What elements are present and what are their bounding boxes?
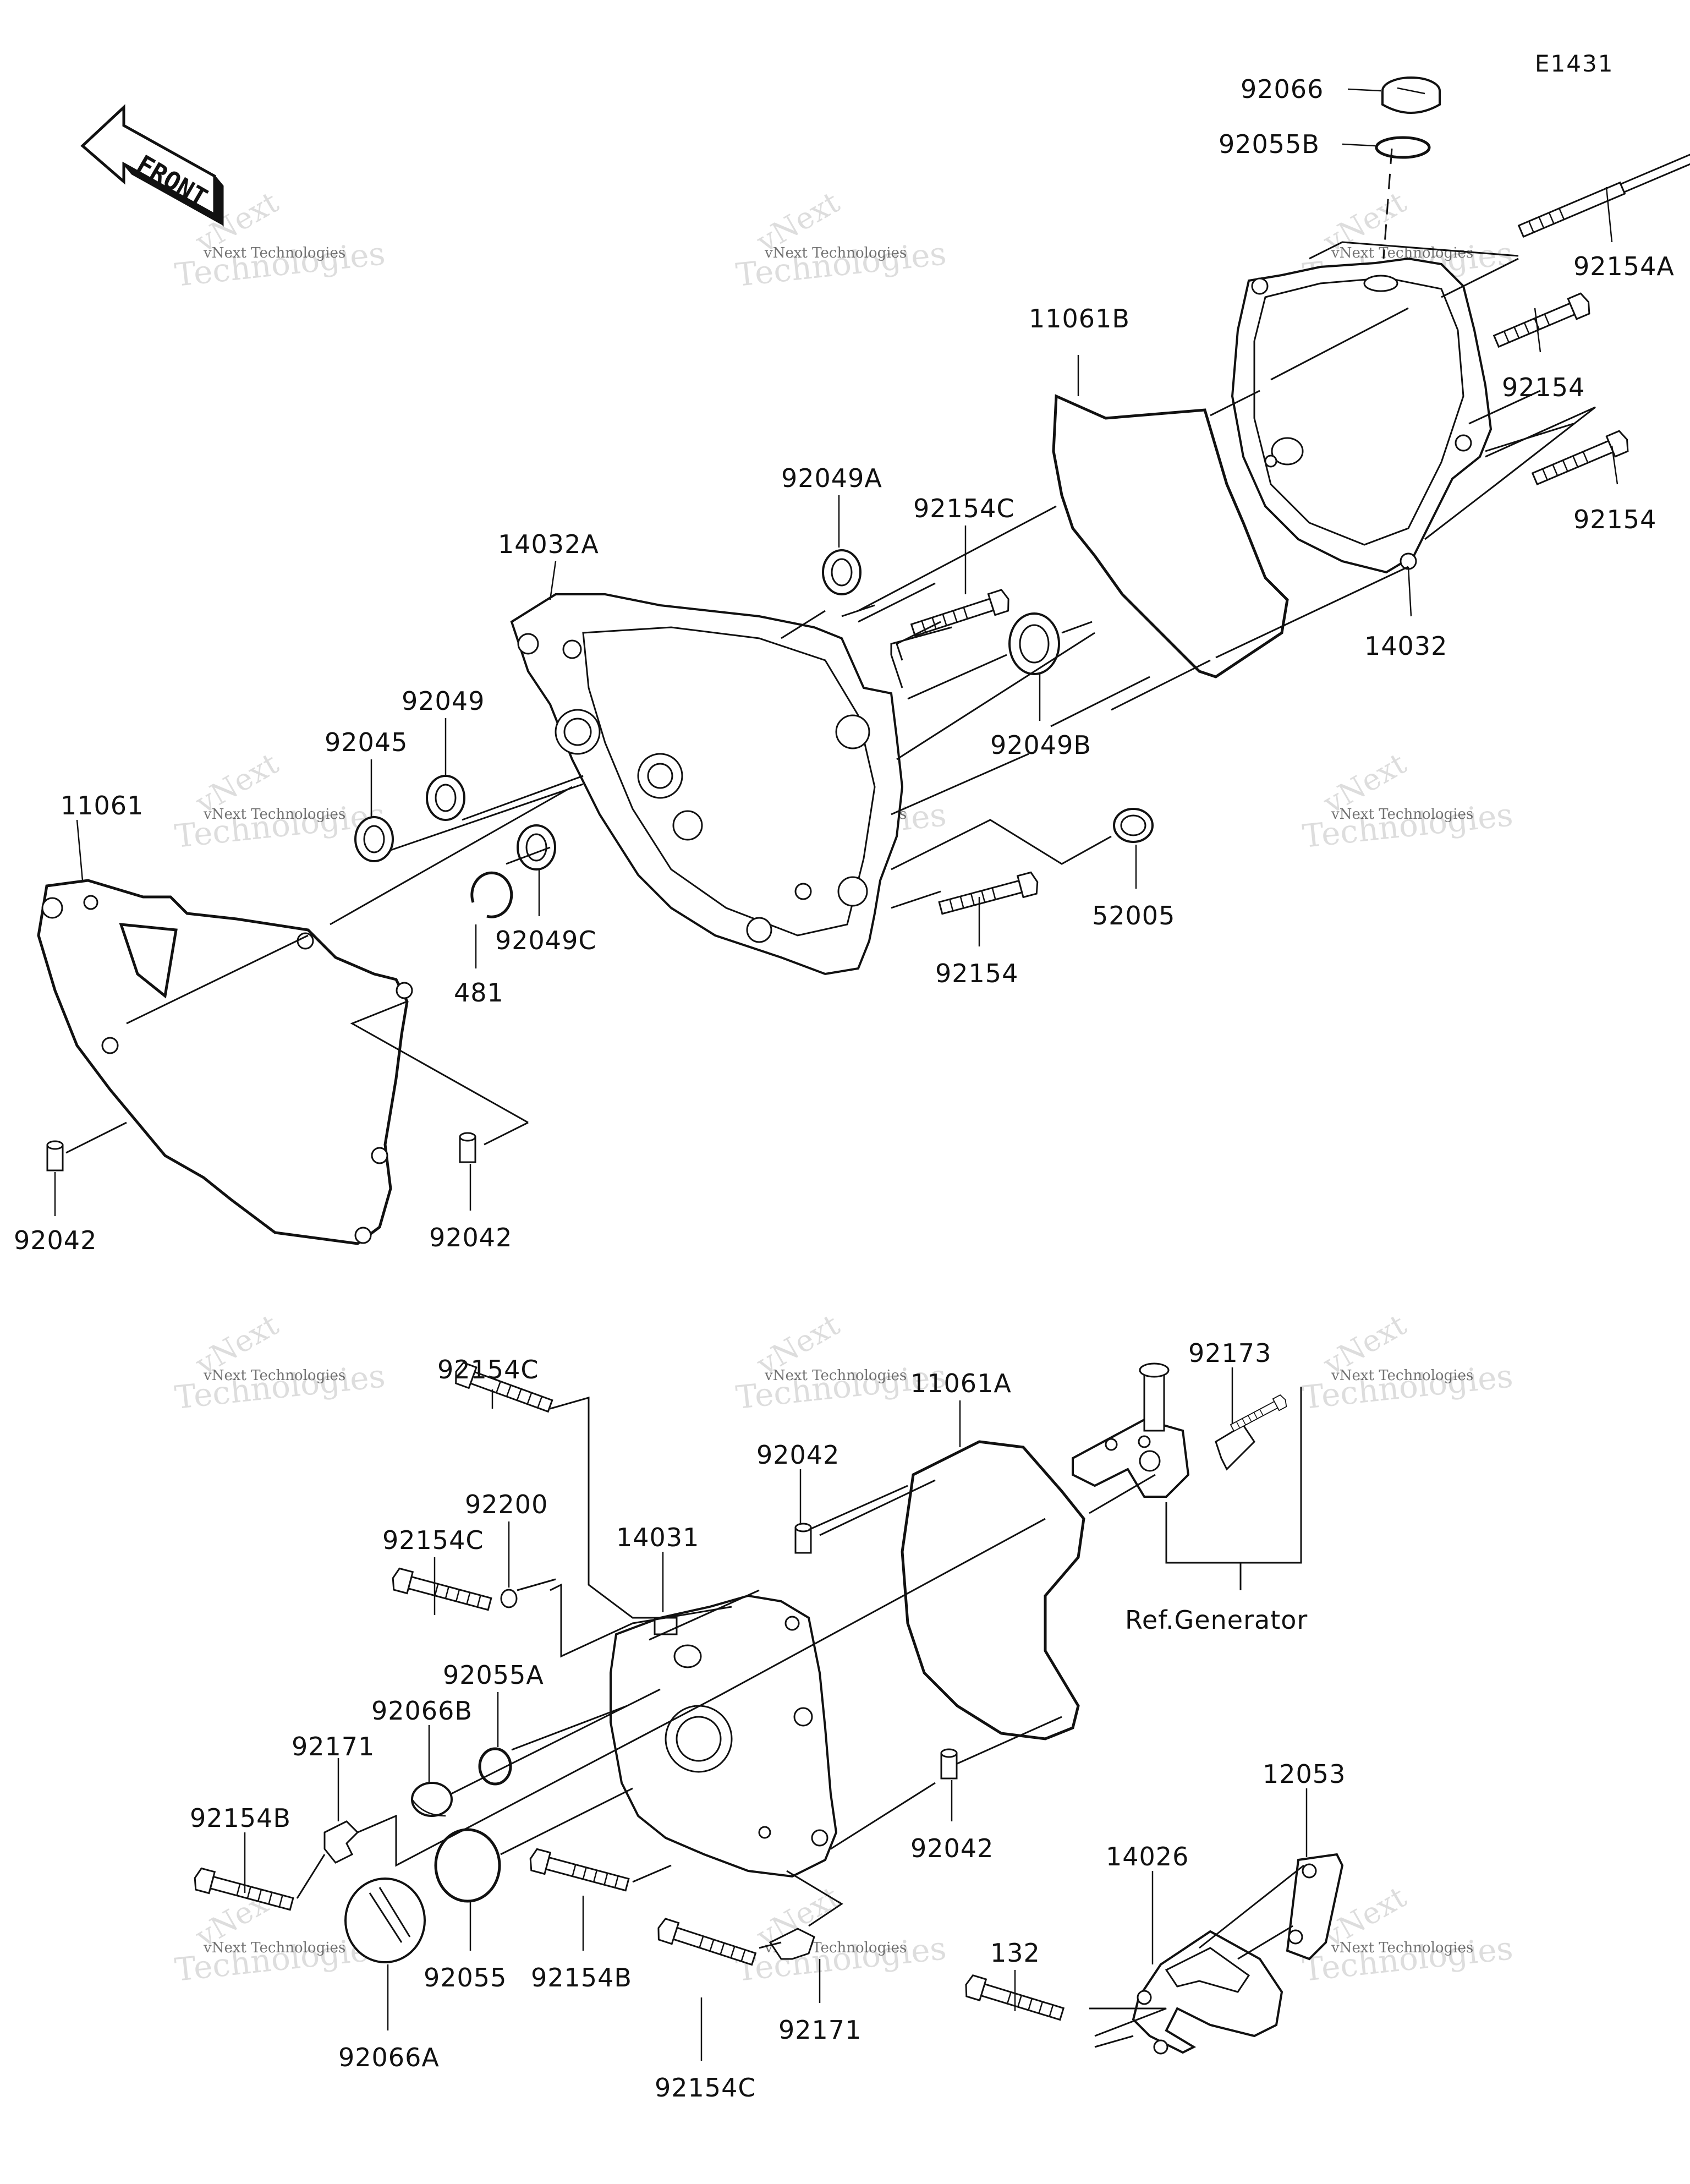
label-92045: 92045: [325, 727, 408, 757]
label-92049C: 92049C: [495, 926, 596, 955]
part-92200-washer: [500, 1589, 518, 1608]
part-92042-dowel-mid: [459, 1132, 476, 1163]
part-11061B-gasket: [1052, 394, 1289, 678]
watermark-6: Technologies vNext vNext Technologies: [1301, 746, 1515, 855]
label-92066A: 92066A: [338, 2043, 440, 2072]
label-92066B: 92066B: [371, 1696, 473, 1726]
label-92173: 92173: [1188, 1338, 1271, 1368]
svg-text:vNext Technologies: vNext Technologies: [203, 806, 345, 823]
part-92154C-bolt-top: [909, 588, 1013, 642]
svg-text:vNext Technologies: vNext Technologies: [1331, 1940, 1473, 1956]
part-92154B-bolt-bottom: [526, 1847, 631, 1896]
part-92055A-oring: [478, 1747, 512, 1786]
watermark-2: Technologies vNext vNext Technologies: [734, 185, 948, 294]
label-11061: 11061: [61, 791, 144, 820]
label-11061B: 11061B: [1029, 304, 1130, 333]
part-92154A-bolt: [1517, 146, 1690, 238]
svg-text:vNext Technologies: vNext Technologies: [203, 1367, 345, 1384]
label-92042-b2: 92042: [910, 1833, 994, 1863]
part-92042-dowel-b1: [794, 1523, 812, 1554]
svg-text:vNext Technologies: vNext Technologies: [1331, 806, 1473, 823]
label-92042-left: 92042: [14, 1225, 97, 1255]
alignment-lines-top: [65, 241, 1596, 1154]
label-92154C-b2: 92154C: [382, 1525, 484, 1555]
part-generator-bolt: [1228, 1393, 1289, 1435]
part-generator-pickup: [1072, 1362, 1190, 1498]
part-92055B-oring: [1375, 136, 1431, 159]
label-92154B-l: 92154B: [190, 1803, 291, 1833]
label-11061A: 11061A: [910, 1369, 1012, 1398]
part-14026-cover: [1132, 1930, 1283, 2055]
part-92049A-seal: [822, 549, 862, 595]
part-92154C-bolt-b3: [654, 1917, 758, 1970]
part-92066A-plug: [344, 1878, 426, 1963]
part-92154-bolt-r1: [1491, 291, 1594, 352]
alignment-lines-bottom: [296, 1397, 1304, 2048]
label-14032: 14032: [1364, 631, 1447, 661]
label-14031: 14031: [616, 1523, 699, 1552]
label-92154-mid: 92154: [935, 959, 1018, 988]
label-14032A: 14032A: [498, 529, 599, 559]
part-14032-clutch-cover: [1231, 257, 1493, 574]
watermark-7: Technologies vNext vNext Technologies: [173, 1307, 387, 1416]
watermark-9: Technologies vNext vNext Technologies: [1301, 1307, 1515, 1416]
part-92045-bearing: [354, 816, 394, 862]
part-92066-plug: [1381, 76, 1441, 114]
part-92042-dowel-left: [46, 1140, 64, 1172]
svg-text:vNext Technologies: vNext Technologies: [203, 1940, 345, 1956]
label-92049A: 92049A: [781, 463, 882, 493]
label-92171-b: 92171: [778, 2015, 862, 2045]
part-92171-clamp-left: [323, 1820, 359, 1864]
part-92042-dowel-b2: [940, 1748, 958, 1780]
label-92042-b1: 92042: [756, 1440, 839, 1470]
label-92154B-b: 92154B: [531, 1963, 632, 1993]
label-92055: 92055: [424, 1963, 507, 1993]
ref-generator-label: Ref.Generator: [1125, 1605, 1308, 1635]
label-92154C-top: 92154C: [913, 494, 1014, 523]
part-92049B-seal: [1008, 612, 1060, 675]
part-14032A-cover: [510, 593, 904, 976]
watermark-11: Technologies vNext vNext Technologies: [734, 1880, 948, 1989]
watermark-8: Technologies vNext vNext Technologies: [734, 1307, 948, 1416]
part-11061A-gasket: [901, 1440, 1085, 1740]
label-92154C-b3: 92154C: [655, 2073, 756, 2103]
label-12053: 12053: [1263, 1759, 1346, 1789]
svg-text:vNext Technologies: vNext Technologies: [764, 245, 907, 261]
label-14026: 14026: [1106, 1842, 1189, 1871]
part-132-bolt: [962, 1973, 1066, 2026]
part-52005-seal: [1113, 808, 1154, 843]
front-arrow-icon: FRONT: [80, 104, 224, 227]
label-92154C-b1: 92154C: [437, 1355, 539, 1384]
label-92042-mid: 92042: [429, 1223, 512, 1252]
part-11061-gasket: [37, 879, 413, 1245]
part-92066B-plug: [411, 1782, 453, 1817]
label-481: 481: [454, 978, 504, 1008]
part-92154-bolt-mid: [937, 871, 1041, 919]
part-92173-clamp: [1215, 1424, 1255, 1471]
label-92066: 92066: [1241, 74, 1324, 104]
label-92154-r2: 92154: [1573, 505, 1656, 534]
part-14031-cover: [610, 1594, 838, 1878]
label-92055A: 92055A: [443, 1660, 544, 1690]
svg-text:vNext Technologies: vNext Technologies: [764, 1367, 907, 1384]
label-92154-r1: 92154: [1502, 373, 1585, 402]
label-92049B: 92049B: [990, 730, 1091, 760]
label-92055B: 92055B: [1219, 129, 1320, 159]
label-92154A: 92154A: [1573, 251, 1675, 281]
part-92154C-bolt-b2: [389, 1567, 493, 1616]
part-481-circlip: [470, 871, 513, 918]
label-52005: 52005: [1092, 901, 1175, 930]
svg-text:vNext Technologies: vNext Technologies: [203, 245, 345, 261]
part-92055-oring: [434, 1828, 501, 1903]
part-92171-clamp-bottom: [769, 1928, 815, 1960]
part-12053-plate: [1286, 1853, 1344, 1961]
label-92200: 92200: [465, 1490, 548, 1519]
label-132: 132: [990, 1938, 1040, 1968]
label-92049: 92049: [402, 686, 485, 716]
diagram-code: E1431: [1535, 50, 1614, 77]
svg-text:vNext Technologies: vNext Technologies: [1331, 1367, 1473, 1384]
label-92171-l: 92171: [292, 1732, 375, 1761]
part-92049-seal: [426, 775, 465, 821]
